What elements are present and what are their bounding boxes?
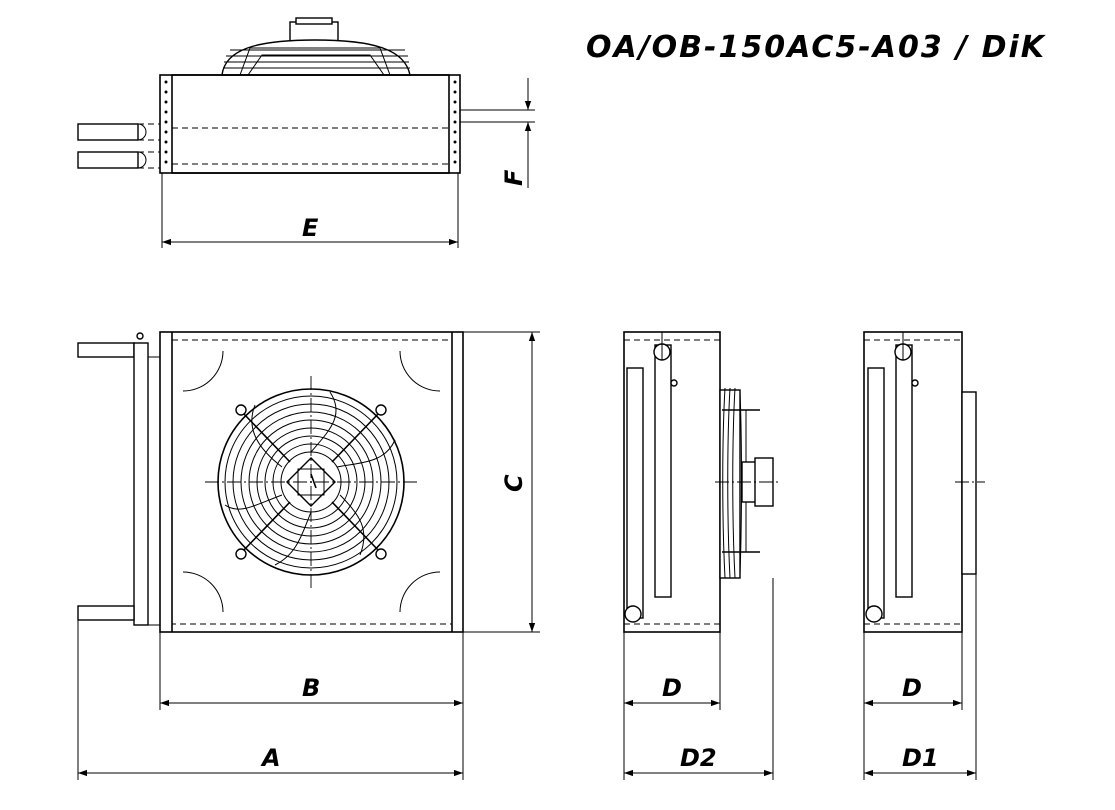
side-view-with-fan: D D2 [623, 331, 780, 780]
dim-label-A: A [260, 744, 281, 772]
model-title: OA/OB-150AC5-A03 / DiK [586, 30, 1047, 65]
top-view: F E [77, 17, 535, 248]
pipe-connections-front [77, 332, 160, 626]
dim-label-B: B [302, 674, 320, 702]
dim-label-E: E [302, 214, 319, 242]
dim-label-D-side-plain: D [902, 674, 922, 702]
front-view: C B A [77, 331, 540, 780]
dim-label-D-side-fan: D [662, 674, 682, 702]
dim-label-F: F [500, 169, 528, 186]
dim-label-D1: D1 [902, 744, 939, 772]
fan-guard-top [221, 17, 411, 76]
side-view-without-fan: D D1 [863, 331, 985, 780]
dim-label-C: C [500, 474, 528, 492]
pipe-connections-top [77, 123, 160, 169]
dim-label-D2: D2 [680, 744, 717, 772]
